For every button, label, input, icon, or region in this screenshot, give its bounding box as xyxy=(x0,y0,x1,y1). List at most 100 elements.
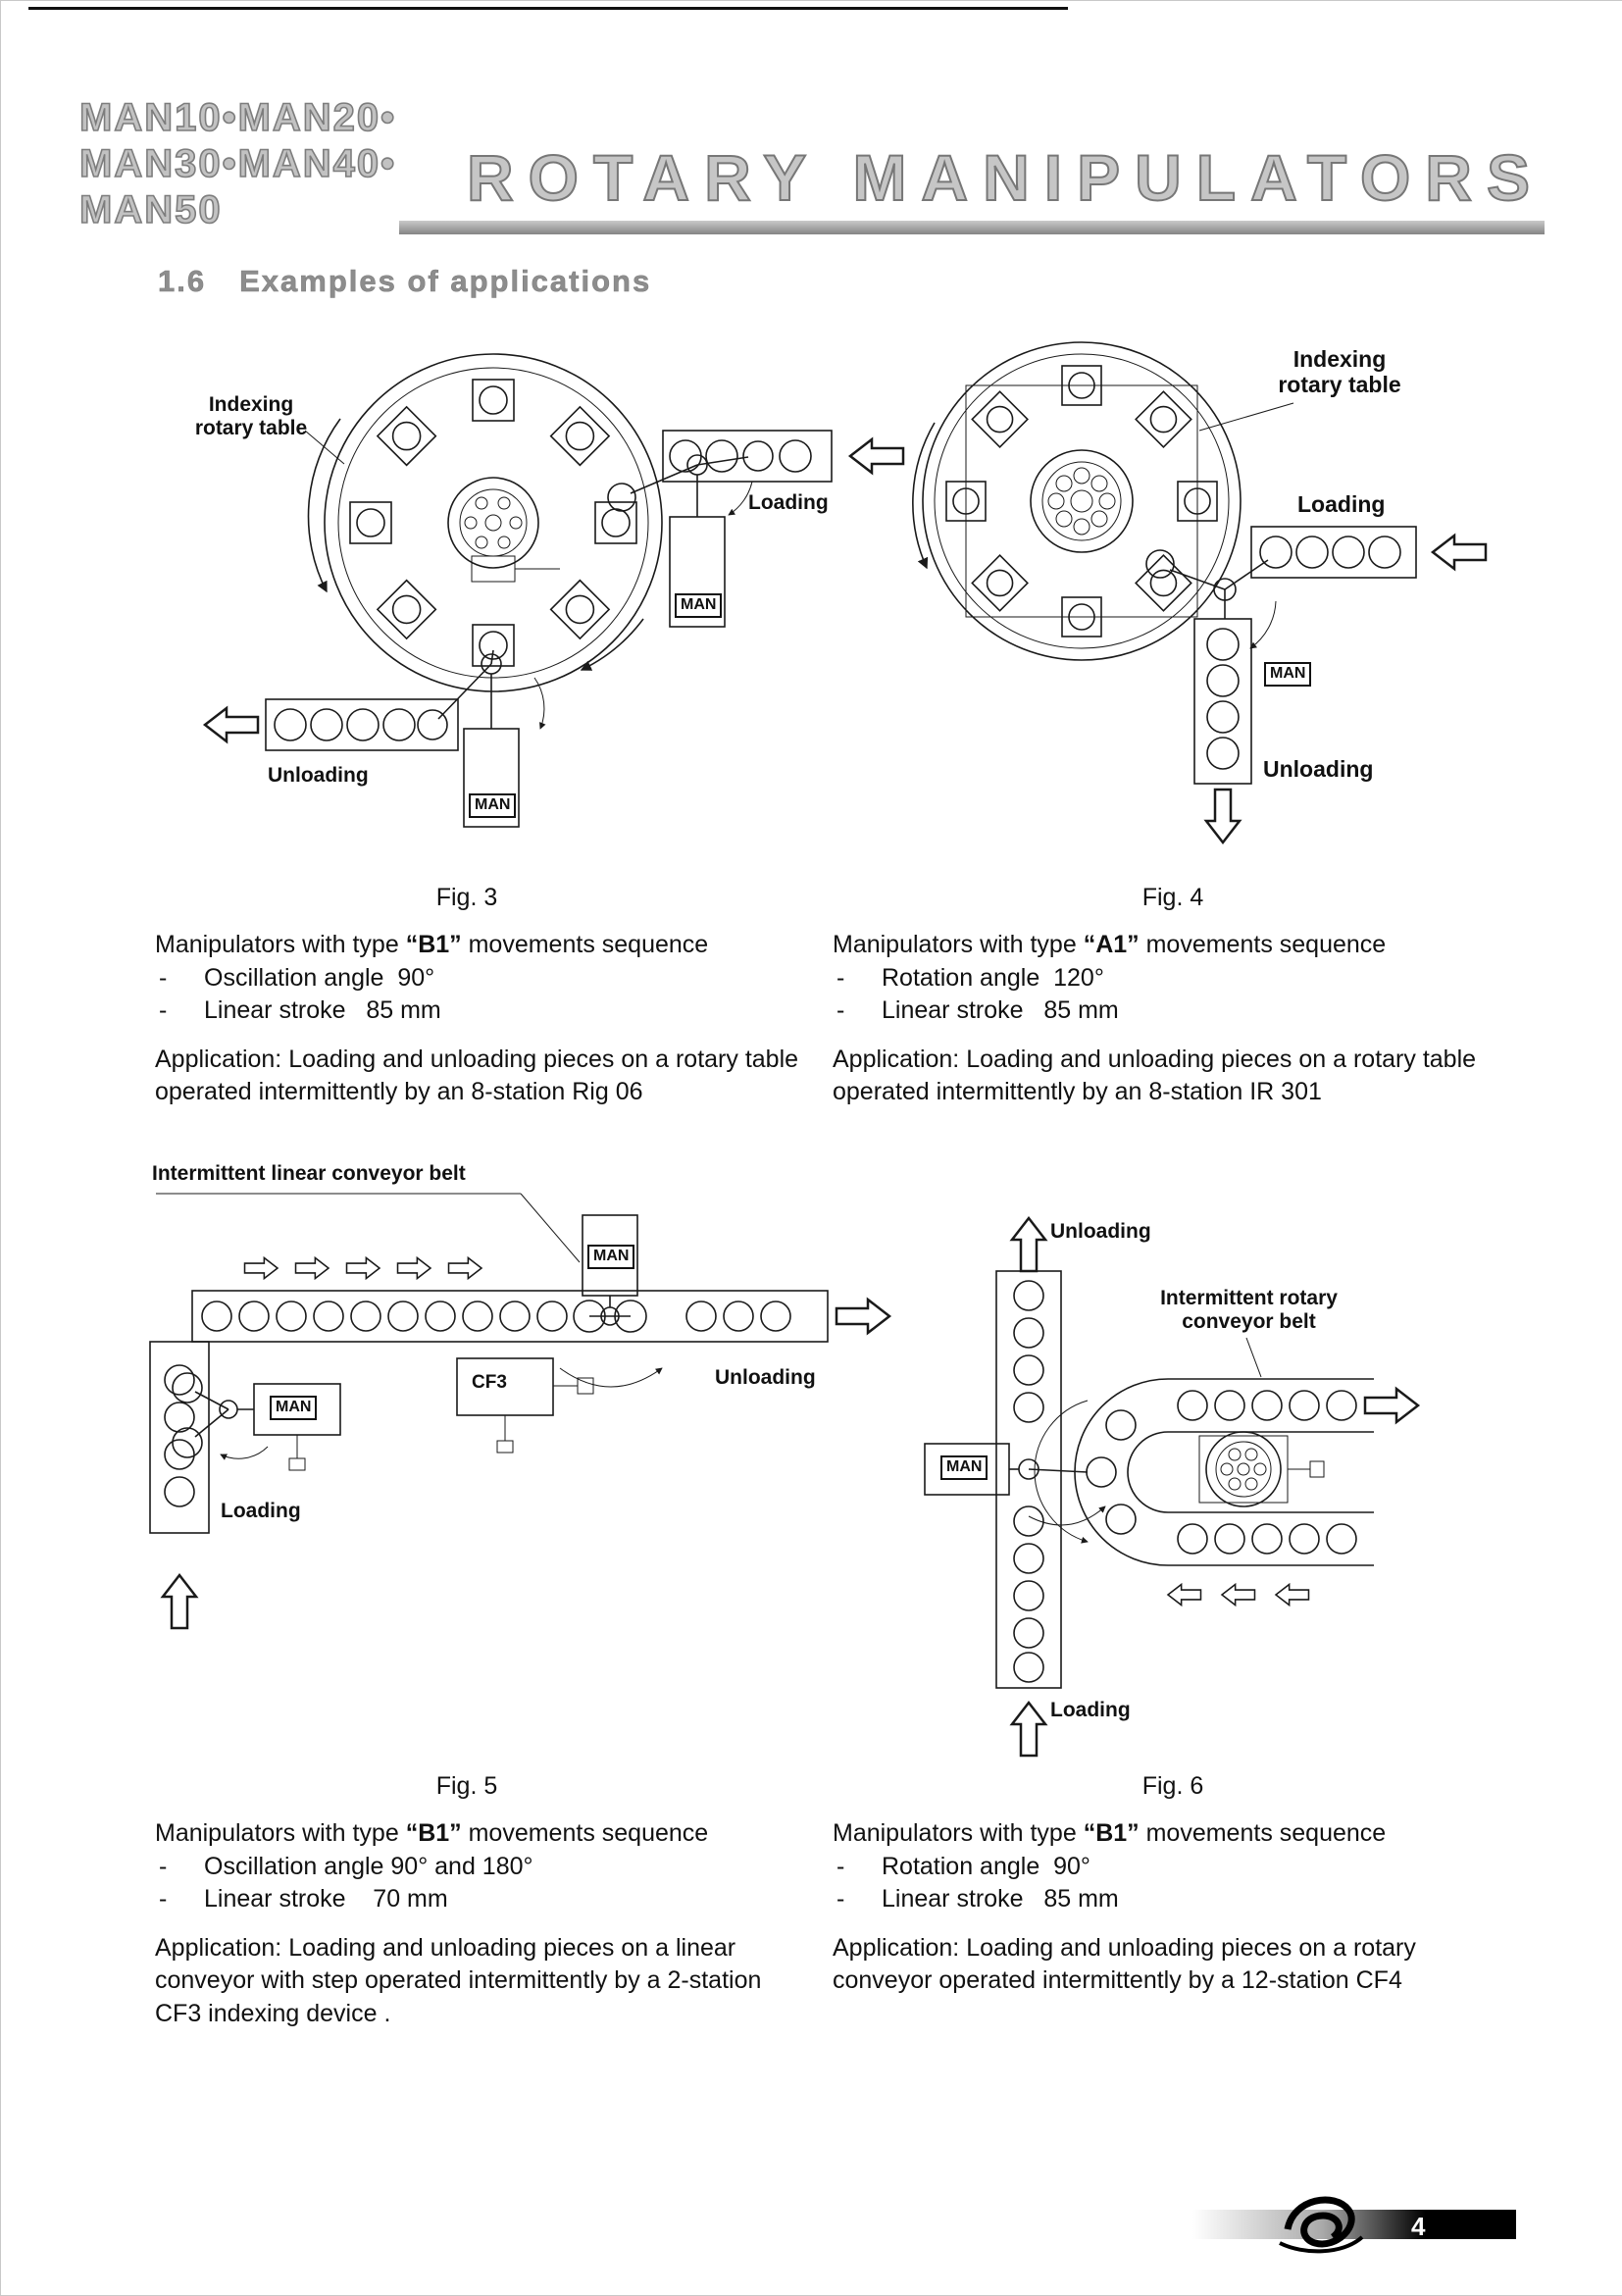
fig3-diagram xyxy=(203,353,905,828)
bullet-marker: - xyxy=(836,1852,845,1880)
fig4-diagram xyxy=(912,341,1488,844)
fig3-bullet-2: - Linear stroke 85 mm xyxy=(155,995,807,1028)
fig6-index-mechanism xyxy=(1198,1431,1325,1507)
bullet-text: Oscillation angle 90° and 180° xyxy=(204,1852,533,1880)
fig6-vertical-conveyor xyxy=(995,1216,1062,1758)
fig5-type-code: “B1” xyxy=(405,1819,462,1847)
fig4-label-unloading: Unloading xyxy=(1263,756,1374,782)
fig4-desc-suffix: movements sequence xyxy=(1139,931,1387,958)
bullet-text: Rotation angle 120° xyxy=(882,963,1104,992)
fig3-manipulator-upper xyxy=(607,440,774,628)
document-title: ROTARY MANIPULATORS xyxy=(466,140,1545,215)
fig3-application: Application: Loading and unloading piece… xyxy=(155,1045,805,1106)
fig3-desc-prefix: Manipulators with type xyxy=(155,931,406,958)
fig4-type-code: “A1” xyxy=(1083,931,1140,958)
fig5-text-block: Manipulators with type “B1” movements se… xyxy=(155,1817,807,2030)
fig3-unloading-conveyor xyxy=(203,698,459,751)
fig3-manipulator-lower xyxy=(417,649,546,828)
section-heading: 1.6 Examples of applications xyxy=(158,264,651,299)
fig4-bullet-2: - Linear stroke 85 mm xyxy=(833,995,1485,1028)
bullet-marker: - xyxy=(836,996,845,1024)
brand-logo xyxy=(1279,2196,1364,2254)
fig5-man-tag-upper: MAN xyxy=(587,1245,635,1269)
fig6-label-unloading: Unloading xyxy=(1050,1220,1151,1243)
header-rule-bar xyxy=(399,221,1545,234)
fig6-label-belt: Intermittent rotary conveyor belt xyxy=(1160,1287,1338,1334)
bullet-text: Linear stroke 70 mm xyxy=(204,1885,448,1913)
section-title-text: Examples of applications xyxy=(239,264,652,299)
bullet-text: Oscillation angle 90° xyxy=(204,963,435,992)
fig5-application: Application: Loading and unloading piece… xyxy=(155,1933,769,2027)
bullet-marker: - xyxy=(159,996,168,1024)
fig6-label-loading: Loading xyxy=(1050,1699,1131,1721)
fig3-label-loading: Loading xyxy=(748,491,829,514)
fig6-desc: Manipulators with type “B1” movements se… xyxy=(833,1817,1485,1851)
bullet-text: Linear stroke 85 mm xyxy=(882,1885,1119,1913)
bullet-text: Linear stroke 85 mm xyxy=(882,996,1119,1024)
fig5-bullet-2: - Linear stroke 70 mm xyxy=(155,1883,807,1916)
fig5-label-belt: Intermittent linear conveyor belt xyxy=(152,1162,466,1185)
fig5-desc-prefix: Manipulators with type xyxy=(155,1819,406,1847)
fig5-cf3-tag: CF3 xyxy=(472,1372,507,1393)
fig6-desc-suffix: movements sequence xyxy=(1139,1819,1387,1847)
fig4-loading-conveyor xyxy=(1250,526,1488,579)
fig6-panel: Unloading Intermittent rotary conveyor b… xyxy=(923,1212,1531,1761)
fig3-caption: Fig. 3 xyxy=(435,884,498,911)
fig4-application: Application: Loading and unloading piece… xyxy=(833,1045,1483,1106)
fig3-label-indexing-rotary-table: Indexing rotary table xyxy=(194,393,308,440)
fig4-panel: Indexing rotary table Loading Unloading … xyxy=(844,325,1531,859)
bullet-marker: - xyxy=(836,1885,845,1913)
fig5-man-tag-left: MAN xyxy=(270,1396,318,1420)
bullet-marker: - xyxy=(159,1885,168,1913)
fig6-caption: Fig. 6 xyxy=(1141,1772,1204,1800)
fig5-panel: Intermittent linear conveyor belt MAN MA… xyxy=(148,1158,933,1649)
model-line-1: MAN10•MAN20• xyxy=(78,95,397,140)
fig4-text-block: Manipulators with type “A1” movements se… xyxy=(833,929,1485,1109)
fig5-linear-conveyor xyxy=(191,1290,891,1343)
fig4-man-tag: MAN xyxy=(1264,662,1312,687)
fig3-type-code: “B1” xyxy=(405,931,462,958)
fig5-manipulator-left xyxy=(172,1372,341,1471)
fig4-unloading-conveyor xyxy=(1193,618,1252,844)
fig6-manipulator xyxy=(924,1443,1117,1526)
fig6-application: Application: Loading and unloading piece… xyxy=(833,1933,1423,1995)
fig3-rotary-table xyxy=(307,353,663,692)
bullet-marker: - xyxy=(159,1852,168,1880)
fig4-desc-prefix: Manipulators with type xyxy=(833,931,1084,958)
fig3-panel: Indexing rotary table Loading Unloading … xyxy=(148,325,933,854)
fig3-label-unloading: Unloading xyxy=(268,764,369,787)
fig6-diagram xyxy=(924,1216,1420,1758)
model-list: MAN10•MAN20• MAN30•MAN40• MAN50 xyxy=(78,95,397,232)
fig5-label-unloading: Unloading xyxy=(715,1366,816,1389)
fig6-bullet-1: -Rotation angle 90° xyxy=(833,1851,1485,1884)
fig6-text-block: Manipulators with type “B1” movements se… xyxy=(833,1817,1485,1998)
fig4-label-loading: Loading xyxy=(1297,491,1386,517)
fig6-desc-prefix: Manipulators with type xyxy=(833,1819,1084,1847)
fig3-desc-suffix: movements sequence xyxy=(461,931,709,958)
model-line-3: MAN50 xyxy=(78,187,223,232)
fig6-type-code: “B1” xyxy=(1083,1819,1140,1847)
fig5-diagram xyxy=(149,1193,891,1630)
fig4-bullet-1: - Rotation angle 120° xyxy=(833,962,1485,995)
fig5-manipulator-upper xyxy=(559,1214,663,1388)
bullet-marker: - xyxy=(159,963,168,992)
fig6-man-tag: MAN xyxy=(940,1455,988,1480)
bullet-text: Linear stroke 85 mm xyxy=(204,996,441,1024)
scan-edge-line xyxy=(28,7,1068,10)
fig6-rotary-conveyor xyxy=(1034,1378,1420,1607)
fig4-manipulator xyxy=(1145,536,1293,649)
fig5-loading-conveyor xyxy=(149,1341,210,1630)
fig3-desc: Manipulators with type “B1” movements se… xyxy=(155,929,807,962)
fig3-man-tag-lower: MAN xyxy=(469,793,517,818)
bullet-marker: - xyxy=(836,963,845,992)
fig3-bullet-1: - Oscillation angle 90° xyxy=(155,962,807,995)
fig4-desc: Manipulators with type “A1” movements se… xyxy=(833,929,1485,962)
fig5-label-loading: Loading xyxy=(221,1500,301,1522)
fig5-indexing-unit xyxy=(456,1357,594,1454)
fig3-man-tag-upper: MAN xyxy=(675,593,723,618)
section-number: 1.6 xyxy=(158,264,207,299)
fig5-bullet-1: - Oscillation angle 90° and 180° xyxy=(155,1851,807,1884)
fig5-desc-suffix: movements sequence xyxy=(461,1819,709,1847)
fig3-text-block: Manipulators with type “B1” movements se… xyxy=(155,929,807,1109)
